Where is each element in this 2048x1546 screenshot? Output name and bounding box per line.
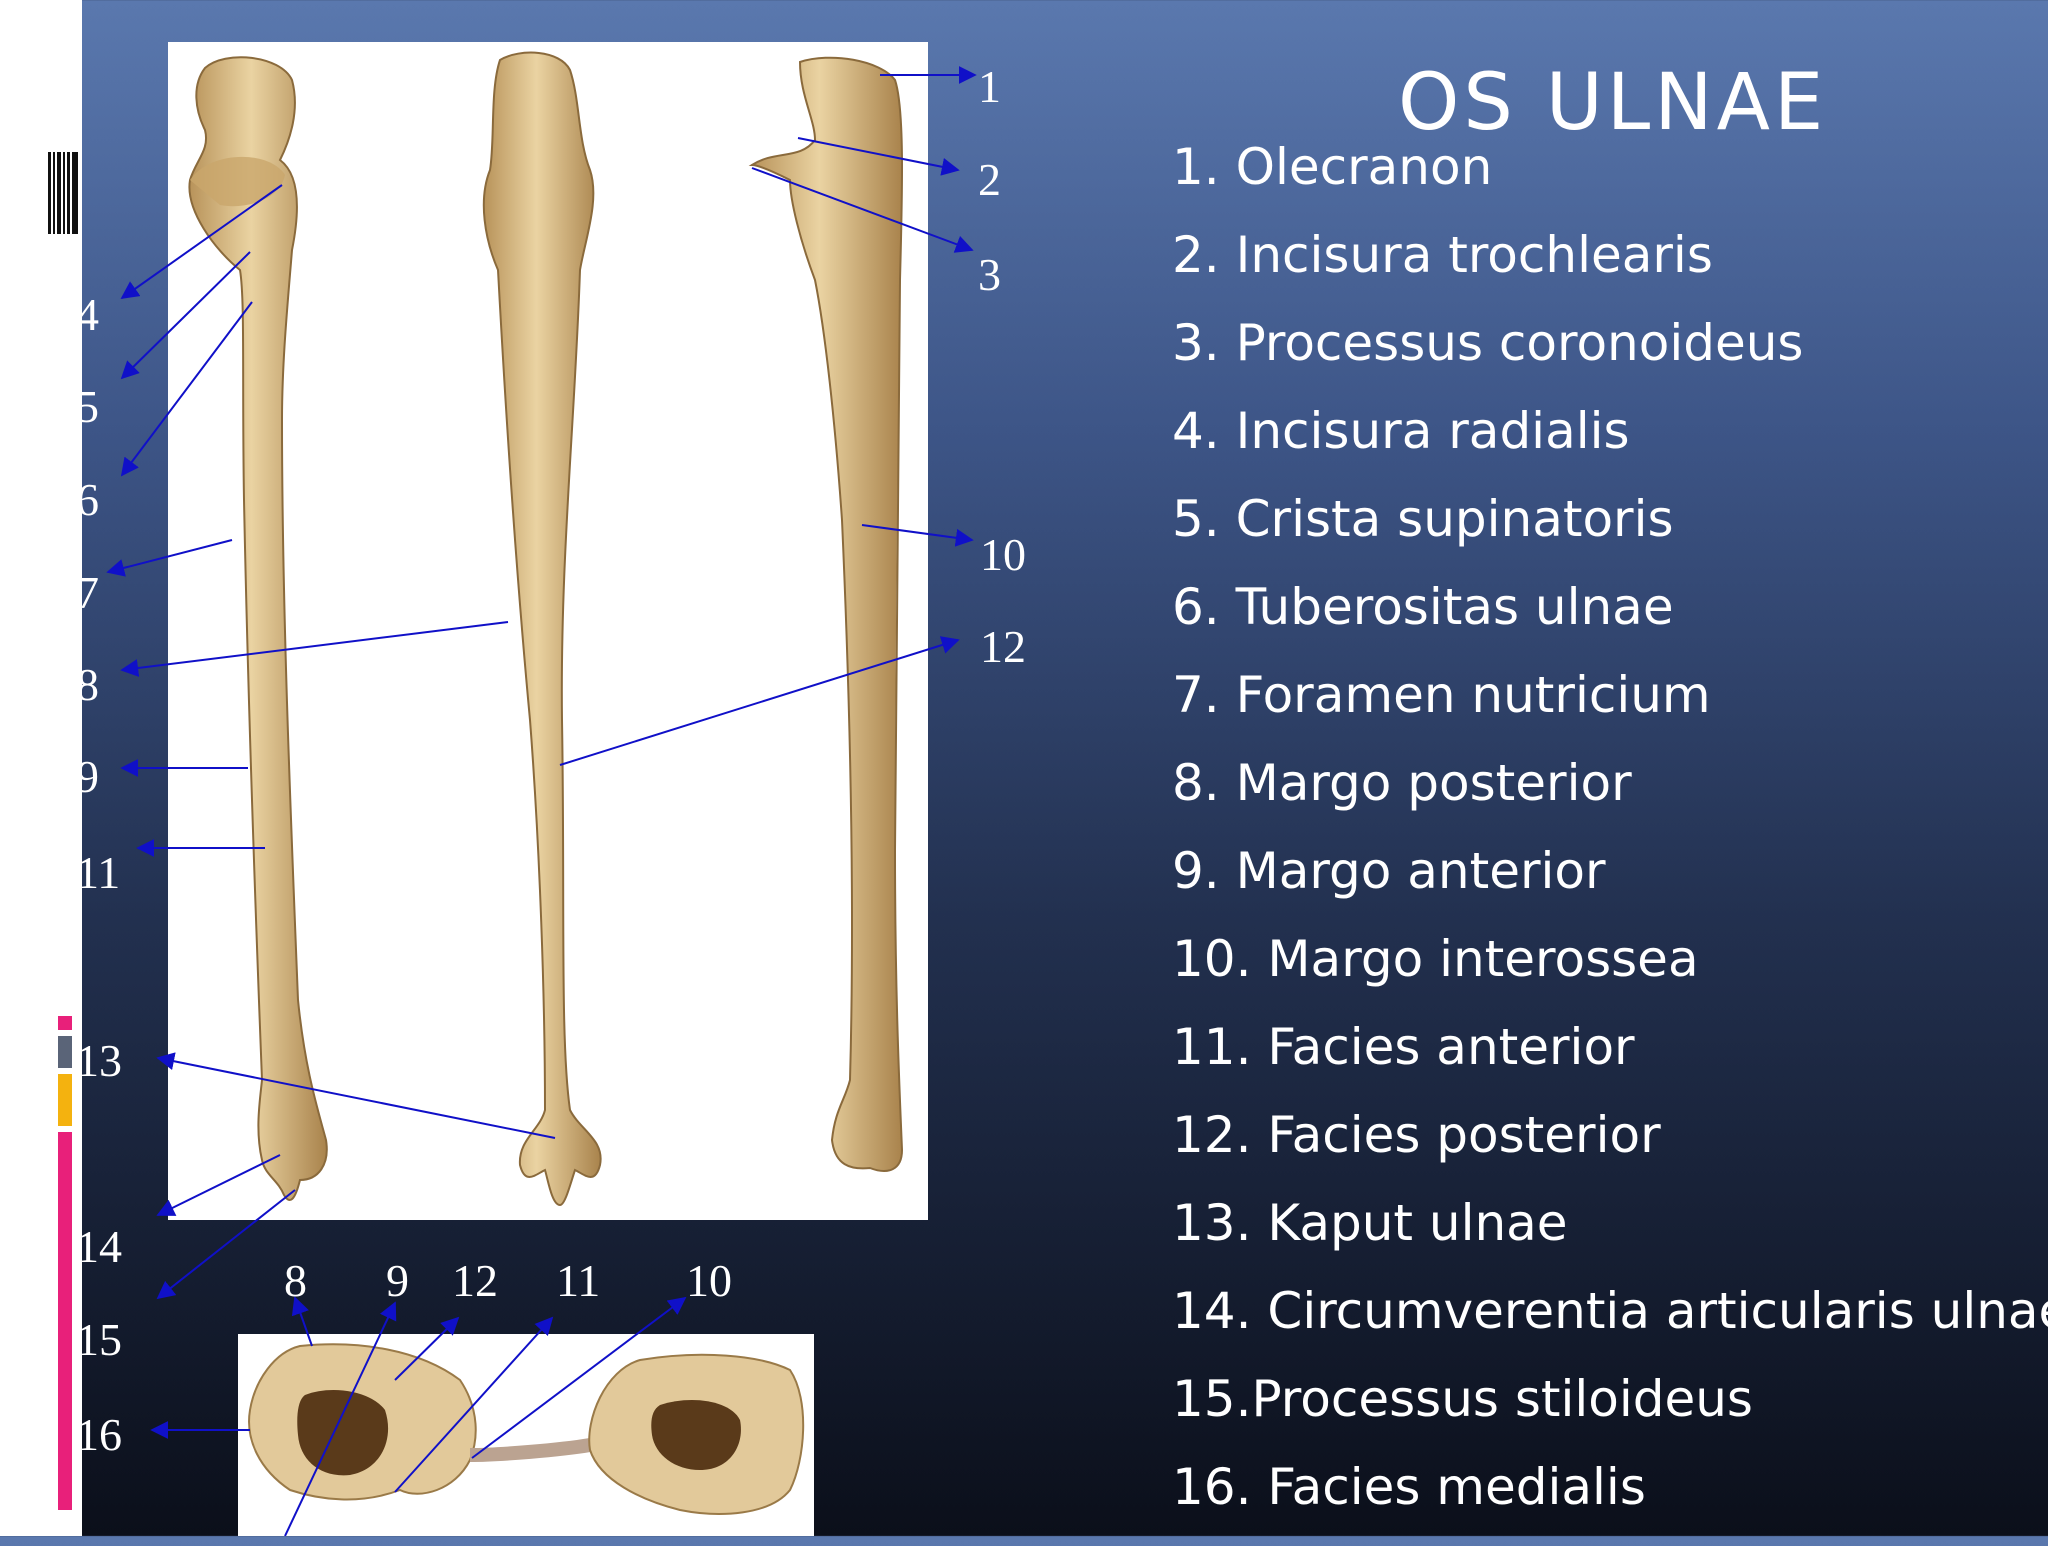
figure-label: 7	[76, 567, 99, 618]
legend-item: 12. Facies posterior	[1172, 1106, 1661, 1164]
ulna-view-right	[748, 56, 904, 1172]
legend-list: 1. Olecranon 2. Incisura trochlearis 3. …	[1172, 138, 2048, 1546]
figure-label: 9	[386, 1255, 409, 1306]
legend-item: 14. Circumverentia articularis ulnae	[1172, 1282, 2048, 1340]
legend-item: 3. Processus coronoideus	[1172, 314, 1804, 372]
figure-label: 15	[76, 1314, 122, 1365]
legend-item: 8. Margo posterior	[1172, 754, 1632, 812]
figure-label: 6	[76, 474, 99, 525]
ulna-view-left	[188, 56, 328, 1201]
barcode-decoration	[48, 152, 80, 234]
figure-label: 14	[76, 1221, 122, 1272]
figure-label: 5	[76, 381, 99, 432]
legend-item: 5. Crista supinatoris	[1172, 490, 1674, 548]
legend-item: 2. Incisura trochlearis	[1172, 226, 1713, 284]
legend-item: 10. Margo interossea	[1172, 930, 1699, 988]
figure-label: 12	[980, 621, 1026, 672]
legend-item: 15.Processus stiloideus	[1172, 1370, 1753, 1428]
legend-item: 1. Olecranon	[1172, 138, 1493, 196]
figure-label: 4	[76, 289, 99, 340]
figure-label: 16	[76, 1409, 122, 1460]
figure-label: 1	[978, 61, 1001, 112]
accent-bar-pink-long	[58, 1132, 72, 1510]
figure-label: 10	[686, 1255, 732, 1306]
legend-item: 6. Tuberositas ulnae	[1172, 578, 1674, 636]
accent-bar-gray	[58, 1036, 72, 1068]
legend-item: 9. Margo anterior	[1172, 842, 1606, 900]
legend-item: 13. Kaput ulnae	[1172, 1194, 1568, 1252]
legend-item: 11. Facies anterior	[1172, 1018, 1635, 1076]
legend-item: 7. Foramen nutricium	[1172, 666, 1711, 724]
figure-label: 10	[980, 529, 1026, 580]
accent-bar-pink-top	[58, 1016, 72, 1030]
figure-label: 8	[76, 659, 99, 710]
figure-label: 12	[452, 1255, 498, 1306]
figure-label: 3	[978, 249, 1001, 300]
slide-title: OS ULNAE	[1398, 58, 1828, 148]
figure-label: 13	[76, 1035, 122, 1086]
ulna-view-middle	[482, 51, 602, 1207]
figure-label: 2	[978, 154, 1001, 205]
figure-label: 9	[76, 751, 99, 802]
figure-label: 11	[556, 1255, 600, 1306]
pointer-arrows	[106, 66, 977, 1536]
figure-label: 8	[284, 1255, 307, 1306]
figure-label: 11	[76, 847, 120, 898]
accent-bar-yellow	[58, 1074, 72, 1126]
legend-item: 4. Incisura radialis	[1172, 402, 1630, 460]
ulna-cross-section	[248, 1343, 805, 1515]
legend-item: 16. Facies medialis	[1172, 1458, 1646, 1516]
